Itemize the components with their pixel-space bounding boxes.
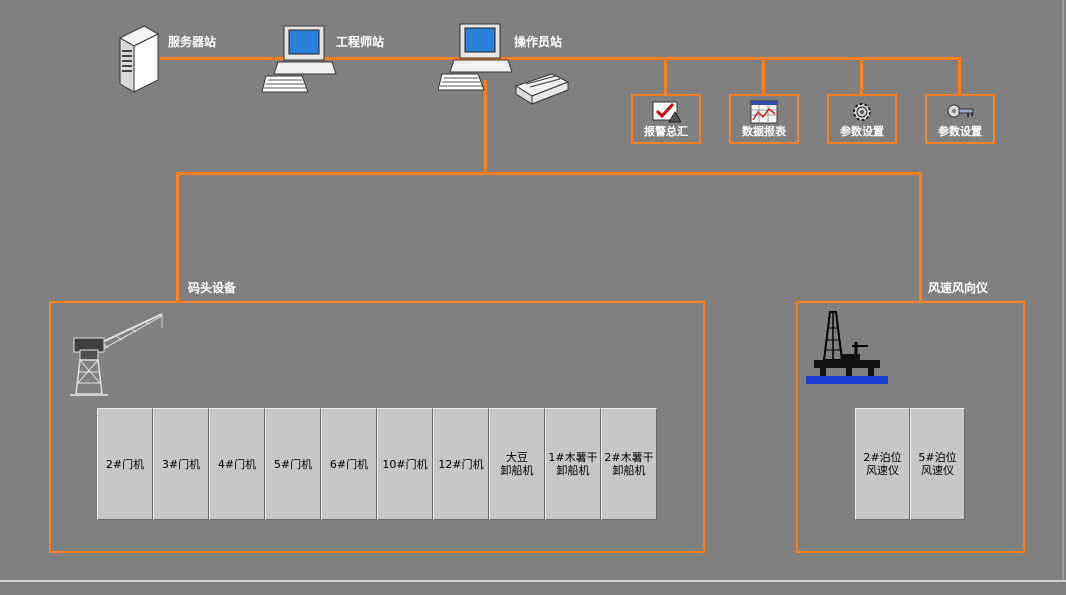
- data-report-icon: [750, 100, 778, 124]
- drop-report: [762, 57, 765, 95]
- offshore-rig: [806, 310, 888, 386]
- dock-device-3[interactable]: 5#门机: [265, 408, 321, 520]
- server-station-label: 服务器站: [168, 35, 217, 49]
- dock-device-6[interactable]: 12#门机: [433, 408, 489, 520]
- offshore-rig-icon: [806, 311, 888, 384]
- printer[interactable]: [512, 70, 570, 106]
- dock-device-7[interactable]: 大豆 卸船机: [489, 408, 545, 520]
- drop-wind: [919, 172, 922, 302]
- dock-device-0[interactable]: 2#门机: [97, 408, 153, 520]
- server-station[interactable]: [112, 24, 164, 94]
- data-report-button[interactable]: 数据报表: [729, 94, 799, 144]
- dock-group-label: 码头设备: [188, 281, 237, 295]
- window-edge-right: [1062, 0, 1064, 580]
- dock-device-8[interactable]: 1#木薯干 卸船机: [545, 408, 601, 520]
- status-bar-divider: [0, 580, 1066, 582]
- drop-dock: [176, 172, 179, 302]
- drop-alarm: [664, 57, 667, 95]
- drop-param1: [860, 57, 863, 95]
- data-report-label: 数据报表: [742, 125, 786, 138]
- workstation-icon: [261, 25, 337, 93]
- dock-device-9[interactable]: 2#木薯干 卸船机: [601, 408, 657, 520]
- key-icon: [947, 104, 974, 118]
- server-icon: [118, 25, 160, 93]
- alarm-summary-label: 报警总汇: [644, 125, 688, 138]
- crane-icon: [70, 313, 163, 396]
- crane: [66, 310, 166, 396]
- network-bus-top: [160, 57, 962, 60]
- operator-station-label: 操作员站: [514, 35, 563, 49]
- dock-device-5[interactable]: 10#门机: [377, 408, 433, 520]
- drop-param2: [958, 57, 961, 95]
- dock-device-1[interactable]: 3#门机: [153, 408, 209, 520]
- wind-device-1[interactable]: 5#泊位 风速仪: [910, 408, 965, 520]
- dock-device-2[interactable]: 4#门机: [209, 408, 265, 520]
- gear-icon: [853, 103, 871, 121]
- alarm-summary-button[interactable]: 报警总汇: [631, 94, 701, 144]
- wind-group-frame: [796, 301, 1025, 553]
- wind-group-label: 风速风向仪: [928, 281, 989, 295]
- dock-group-frame: [49, 301, 705, 553]
- param-settings-button[interactable]: 参数设置: [827, 94, 897, 144]
- alarm-summary-icon: [652, 101, 681, 123]
- network-bus-field: [176, 172, 922, 175]
- operator-station[interactable]: [437, 20, 518, 92]
- param-settings-label: 参数设置: [840, 125, 884, 138]
- wind-device-0[interactable]: 2#泊位 风速仪: [855, 408, 910, 520]
- param-settings-key-button[interactable]: 参数设置: [925, 94, 995, 144]
- dock-device-4[interactable]: 6#门机: [321, 408, 377, 520]
- engineer-station-label: 工程师站: [336, 35, 385, 49]
- workstation-icon: [437, 23, 513, 91]
- engineer-station[interactable]: [261, 22, 342, 94]
- trunk-down: [484, 80, 487, 174]
- param-settings-key-label: 参数设置: [938, 125, 982, 138]
- printer-icon: [514, 73, 570, 105]
